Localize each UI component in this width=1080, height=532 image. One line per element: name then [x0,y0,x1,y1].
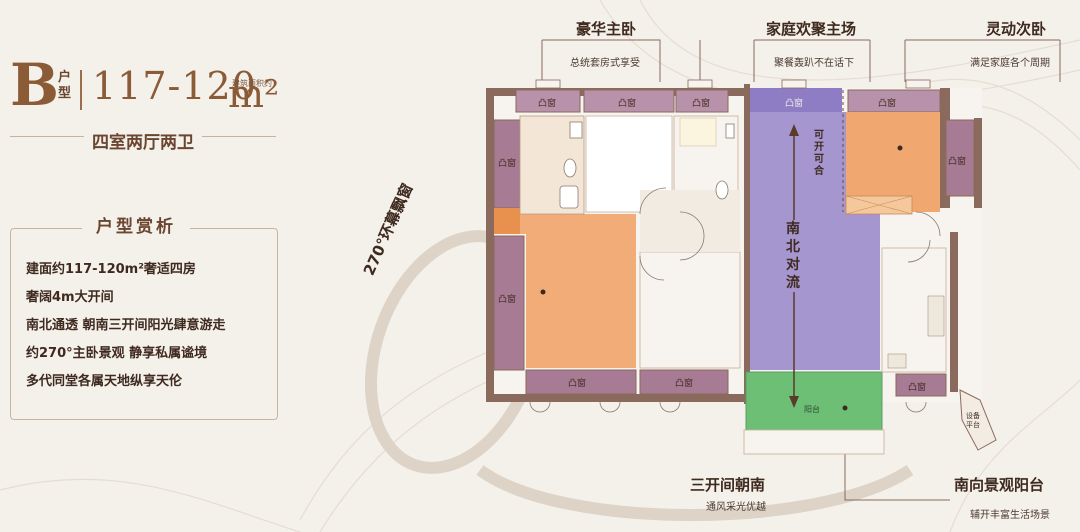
window-label: 凸窗 [498,295,517,305]
balcony-label: 阳台 [804,405,820,414]
unit-type-label: 户型 [58,70,72,101]
callout-balcony-title: 南向景观阳台 [954,476,1045,494]
equipment-platform-label: 设备平台 [966,412,980,429]
callout-family-sub: 聚餐轰趴不在话下 [774,58,854,69]
window-label: 凸窗 [878,99,897,109]
callout-master-sub: 总统套房式享受 [570,58,640,69]
area-unit: m² [228,72,280,116]
feature-item: 约270°主卧景观 静享私属谧境 [26,346,208,361]
callout-second-title: 灵动次卧 [986,20,1047,38]
window-label: 凸窗 [498,159,517,169]
window-label: 凸窗 [538,99,557,109]
feature-item: 多代同堂各属天地纵享天伦 [26,374,183,389]
analysis-panel [10,228,278,420]
openable-partition-label: 可开可合 [814,130,824,177]
room-configuration: 四室两厅两卫 [84,128,202,153]
window-label: 凸窗 [692,99,711,109]
callout-second-sub: 满足家庭各个周期 [970,58,1050,69]
bay-window-top-1 [515,89,581,113]
unit-letter: B [10,51,60,119]
bay-window-top-2 [583,89,675,113]
unit-area: 117-120 [92,64,257,108]
analysis-title: 户型赏析 [82,212,190,237]
north-south-flow-label: 南北对流 [786,220,802,292]
window-label: 凸窗 [908,383,927,393]
bay-window-top-3 [675,89,729,113]
feature-item: 奢阔4m大开间 [26,290,114,305]
window-label: 凸窗 [675,379,694,389]
feature-item: 南北通透 朝南三开间阳光肆意游走 [26,318,226,333]
callout-south-sub: 通风采光优越 [706,502,766,513]
feature-item: 建面约117-120m²奢适四房 [26,262,196,277]
window-label: 凸窗 [568,379,587,389]
area-note: 建筑面积约 [232,79,272,88]
callout-master-title: 豪华主卧 [576,20,637,38]
header-divider [80,70,82,110]
callout-family-title: 家庭欢聚主场 [766,20,857,38]
window-label: 凸窗 [785,99,804,109]
callout-south-title: 三开间朝南 [690,476,766,494]
callout-balcony-sub: 辅开丰富生活场景 [970,510,1050,521]
window-label: 凸窗 [618,99,637,109]
window-label: 凸窗 [948,157,967,167]
